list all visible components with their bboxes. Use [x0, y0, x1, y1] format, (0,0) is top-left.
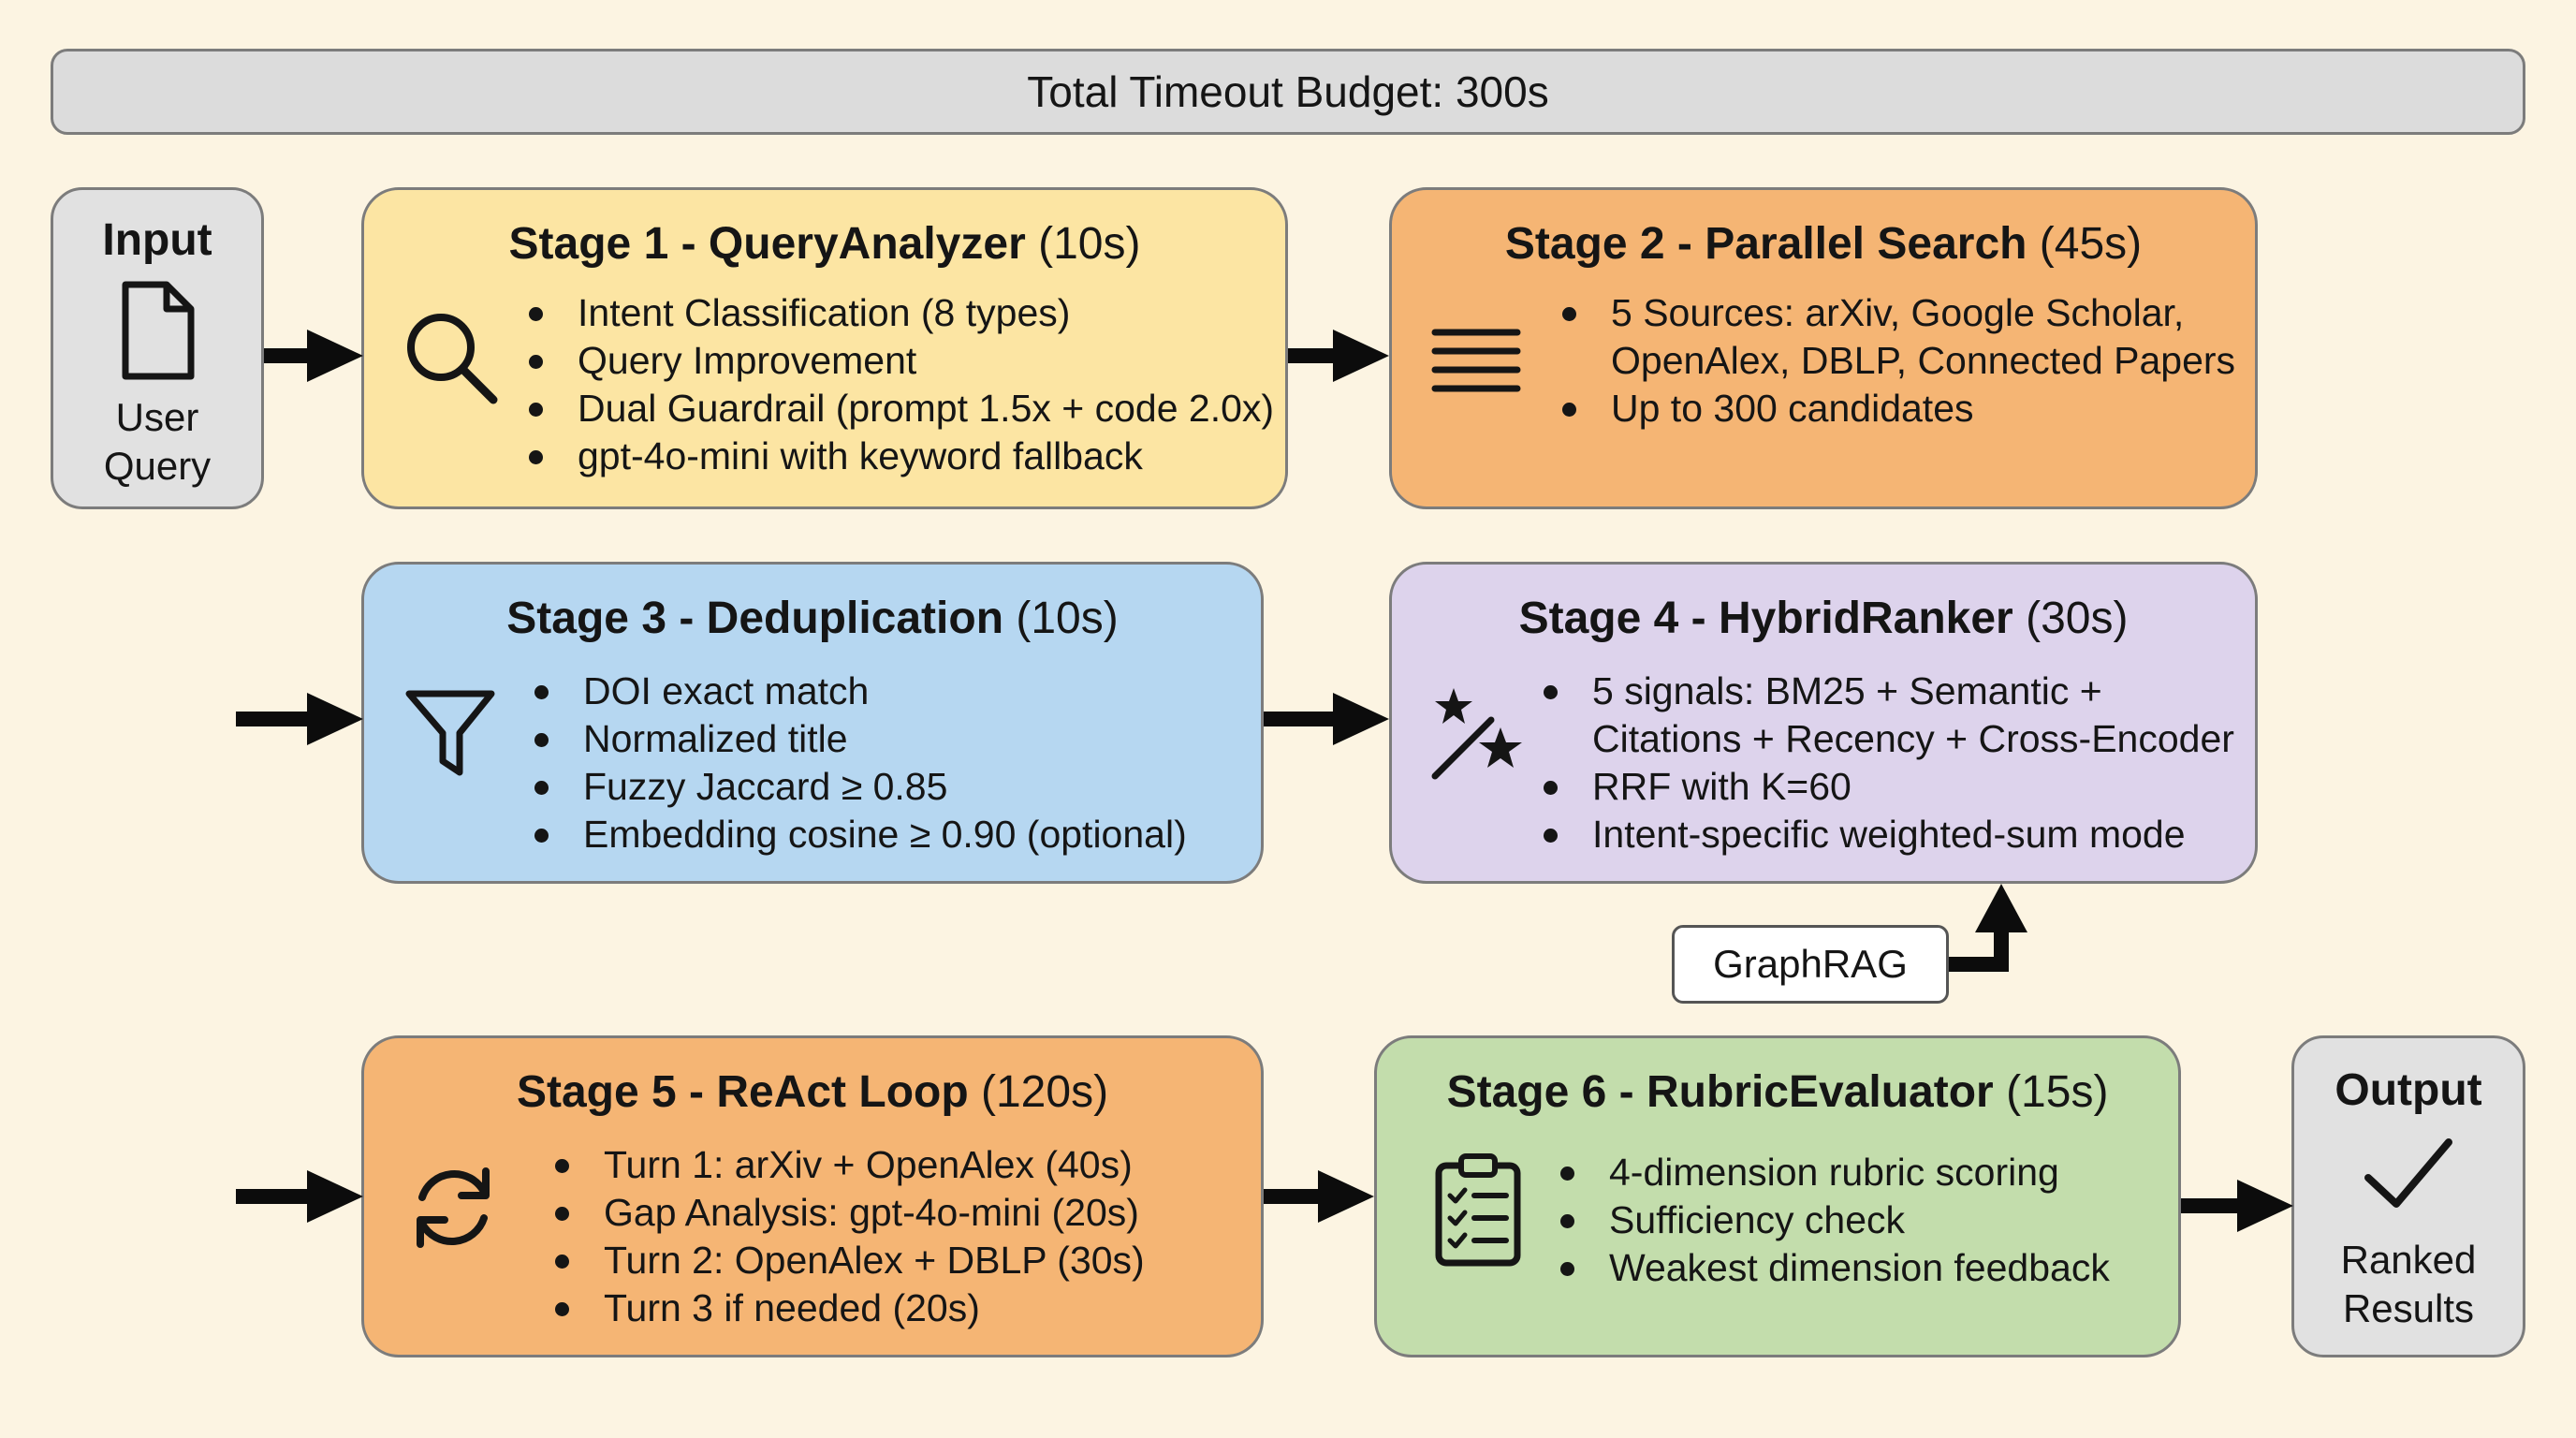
bullet: Intent Classification (8 types)	[525, 289, 1274, 337]
input-title: Input	[102, 215, 212, 265]
bullet: gpt-4o-mini with keyword fallback	[525, 433, 1274, 480]
output-title: Output	[2334, 1065, 2482, 1115]
arrow-graphrag-to-stage-4	[1949, 884, 2027, 972]
filter-icon	[405, 690, 495, 776]
stage-3-bullets: DOI exact match Normalized title Fuzzy J…	[531, 668, 1187, 858]
input-box: Input User Query	[51, 187, 264, 509]
timeout-budget-bar: Total Timeout Budget: 300s	[51, 49, 2525, 135]
stage-3-box: Stage 3 - Deduplication (10s) DOI exact …	[361, 562, 1264, 884]
stage-4-box: Stage 4 - HybridRanker (30s) 5 signals: …	[1389, 562, 2258, 884]
bullet: Turn 1: arXiv + OpenAlex (40s)	[551, 1141, 1145, 1189]
stage-3-title: Stage 3 - Deduplication (10s)	[506, 594, 1119, 643]
graphrag-label: GraphRAG	[1713, 942, 1908, 986]
stage-4-bullets: 5 signals: BM25 + Semantic + Citations +…	[1540, 668, 2234, 858]
stage-6-box: Stage 6 - RubricEvaluator (15s) 4-dimens…	[1374, 1035, 2181, 1357]
bullet: Turn 3 if needed (20s)	[551, 1284, 1145, 1332]
bullet: Weakest dimension feedback	[1557, 1244, 2110, 1292]
arrow-stage-3-to-stage-4	[1264, 693, 1389, 745]
stage-1-bullets: Intent Classification (8 types) Query Im…	[525, 289, 1274, 480]
arrow-stage-6-to-output	[2181, 1180, 2293, 1232]
bullet: Sufficiency check	[1557, 1196, 2110, 1244]
bullet: Query Improvement	[525, 337, 1274, 385]
bullet: RRF with K=60	[1540, 763, 2234, 811]
magic-wand-icon	[1431, 688, 1522, 780]
arrow-to-stage-3	[236, 693, 363, 745]
timeout-budget-label: Total Timeout Budget: 300s	[1027, 67, 1549, 116]
bullet: Dual Guardrail (prompt 1.5x + code 2.0x)	[525, 385, 1274, 433]
bullet: Turn 2: OpenAlex + DBLP (30s)	[551, 1237, 1145, 1284]
arrow-to-stage-5	[236, 1170, 363, 1223]
bullet: Normalized title	[531, 715, 1187, 763]
arrow-input-to-stage-1	[264, 330, 363, 382]
bullet: Up to 300 candidates	[1559, 385, 2235, 433]
stage-2-bullets: 5 Sources: arXiv, Google Scholar, OpenAl…	[1559, 289, 2235, 433]
output-box: Output Ranked Results	[2291, 1035, 2525, 1357]
bullet: 5 signals: BM25 + Semantic + Citations +…	[1540, 668, 2234, 763]
bullet: Fuzzy Jaccard ≥ 0.85	[531, 763, 1187, 811]
arrow-stage-1-to-stage-2	[1288, 330, 1389, 382]
stage-5-bullets: Turn 1: arXiv + OpenAlex (40s) Gap Analy…	[551, 1141, 1145, 1332]
stage-2-box: Stage 2 - Parallel Search (45s) 5 Source…	[1389, 187, 2258, 509]
stage-1-box: Stage 1 - QueryAnalyzer (10s) Intent Cla…	[361, 187, 1288, 509]
output-line-2: Results	[2342, 1286, 2475, 1330]
input-line-2: Query	[103, 444, 212, 488]
bullet: Embedding cosine ≥ 0.90 (optional)	[531, 811, 1187, 858]
bullet: 5 Sources: arXiv, Google Scholar, OpenAl…	[1559, 289, 2235, 385]
stage-5-box: Stage 5 - ReAct Loop (120s) Turn 1: arXi…	[361, 1035, 1264, 1357]
search-icon	[407, 314, 498, 404]
bullet: DOI exact match	[531, 668, 1187, 715]
checkmark-icon	[2364, 1138, 2452, 1208]
stage-6-bullets: 4-dimension rubric scoring Sufficiency c…	[1557, 1149, 2110, 1292]
stage-6-title: Stage 6 - RubricEvaluator (15s)	[1446, 1067, 2109, 1117]
bullet: 4-dimension rubric scoring	[1557, 1149, 2110, 1196]
arrow-stage-5-to-stage-6	[1264, 1170, 1374, 1223]
input-line-1: User	[115, 395, 199, 439]
stage-4-title: Stage 4 - HybridRanker (30s)	[1518, 594, 2129, 643]
document-icon	[122, 281, 195, 380]
output-line-1: Ranked	[2340, 1238, 2477, 1282]
stage-5-title: Stage 5 - ReAct Loop (120s)	[516, 1067, 1109, 1117]
bullet: Intent-specific weighted-sum mode	[1540, 811, 2234, 858]
lines-icon	[1431, 329, 1521, 392]
refresh-icon	[417, 1167, 490, 1248]
bullet: Gap Analysis: gpt-4o-mini (20s)	[551, 1189, 1145, 1237]
stage-2-title: Stage 2 - Parallel Search (45s)	[1504, 219, 2143, 269]
clipboard-checklist-icon	[1435, 1153, 1521, 1267]
graphrag-box: GraphRAG	[1672, 925, 1949, 1004]
stage-1-title: Stage 1 - QueryAnalyzer (10s)	[508, 219, 1141, 269]
